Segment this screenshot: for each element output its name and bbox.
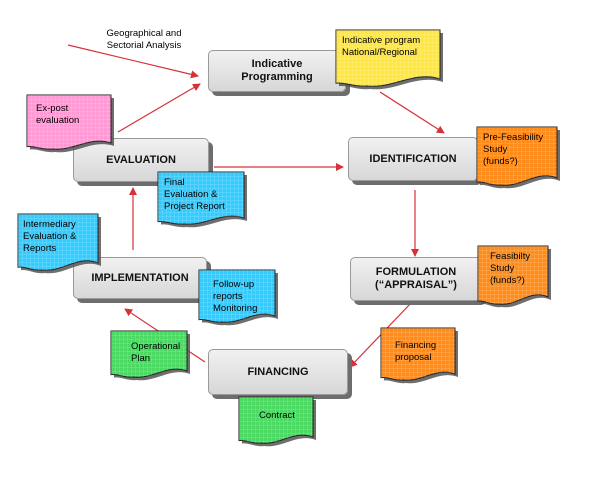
document-shape bbox=[476, 126, 560, 189]
arrow-evaluation-to-indicative bbox=[117, 83, 201, 133]
document-shape bbox=[335, 29, 443, 90]
doc-feasibility-text: Feasibilty Study (funds?) bbox=[490, 251, 531, 286]
doc-financing-proposal: Financing proposal bbox=[380, 327, 458, 384]
doc-final-evaluation: Final Evaluation & Project Report bbox=[157, 171, 247, 228]
doc-indicative-program-text: Indicative program National/Regional bbox=[342, 35, 421, 58]
stage-implementation: IMPLEMENTATION bbox=[73, 257, 207, 299]
document-shape bbox=[238, 396, 316, 447]
document-shape bbox=[198, 269, 278, 326]
doc-contract: Contract bbox=[238, 396, 316, 447]
doc-follow-up-text: Follow-up reports Monitoring bbox=[213, 279, 258, 314]
arrow-indicative-to-identification bbox=[379, 91, 445, 134]
geographical-analysis-label: Geographical and Sectorial Analysis bbox=[106, 28, 182, 51]
doc-operational-plan: Operational Plan bbox=[110, 330, 190, 381]
document-shape bbox=[17, 213, 101, 274]
stage-financing: FINANCING bbox=[208, 349, 348, 395]
stage-indicative-programming: Indicative Programming bbox=[208, 50, 346, 92]
doc-final-evaluation-text: Final Evaluation & Project Report bbox=[164, 177, 225, 212]
doc-feasibility-study: Feasibilty Study (funds?) bbox=[477, 245, 551, 308]
doc-pre-feasibility-text: Pre-Feasibility Study (funds?) bbox=[483, 132, 544, 167]
document-shape bbox=[26, 94, 114, 153]
stage-identification: IDENTIFICATION bbox=[348, 137, 478, 181]
doc-financing-proposal-text: Financing proposal bbox=[395, 340, 437, 363]
doc-intermediary-text: Intermediary Evaluation & Reports bbox=[23, 219, 77, 254]
document-shape bbox=[477, 245, 551, 308]
doc-intermediary-evaluation: Intermediary Evaluation & Reports bbox=[17, 213, 101, 274]
doc-contract-text: Contract bbox=[259, 410, 295, 421]
document-shape bbox=[380, 327, 458, 384]
arrow-analysis-to-indicative bbox=[67, 44, 199, 79]
doc-pre-feasibility-study: Pre-Feasibility Study (funds?) bbox=[476, 126, 560, 189]
doc-indicative-program: Indicative program National/Regional bbox=[335, 29, 443, 90]
doc-ex-post-text: Ex-post evaluation bbox=[36, 103, 80, 126]
document-shape bbox=[157, 171, 247, 228]
doc-ex-post-evaluation: Ex-post evaluation bbox=[26, 94, 114, 153]
doc-operational-plan-text: Operational Plan bbox=[131, 341, 181, 364]
stage-formulation: FORMULATION (“APPRAISAL”) bbox=[350, 257, 482, 301]
document-shape bbox=[110, 330, 190, 381]
doc-follow-up-reports: Follow-up reports Monitoring bbox=[198, 269, 278, 326]
